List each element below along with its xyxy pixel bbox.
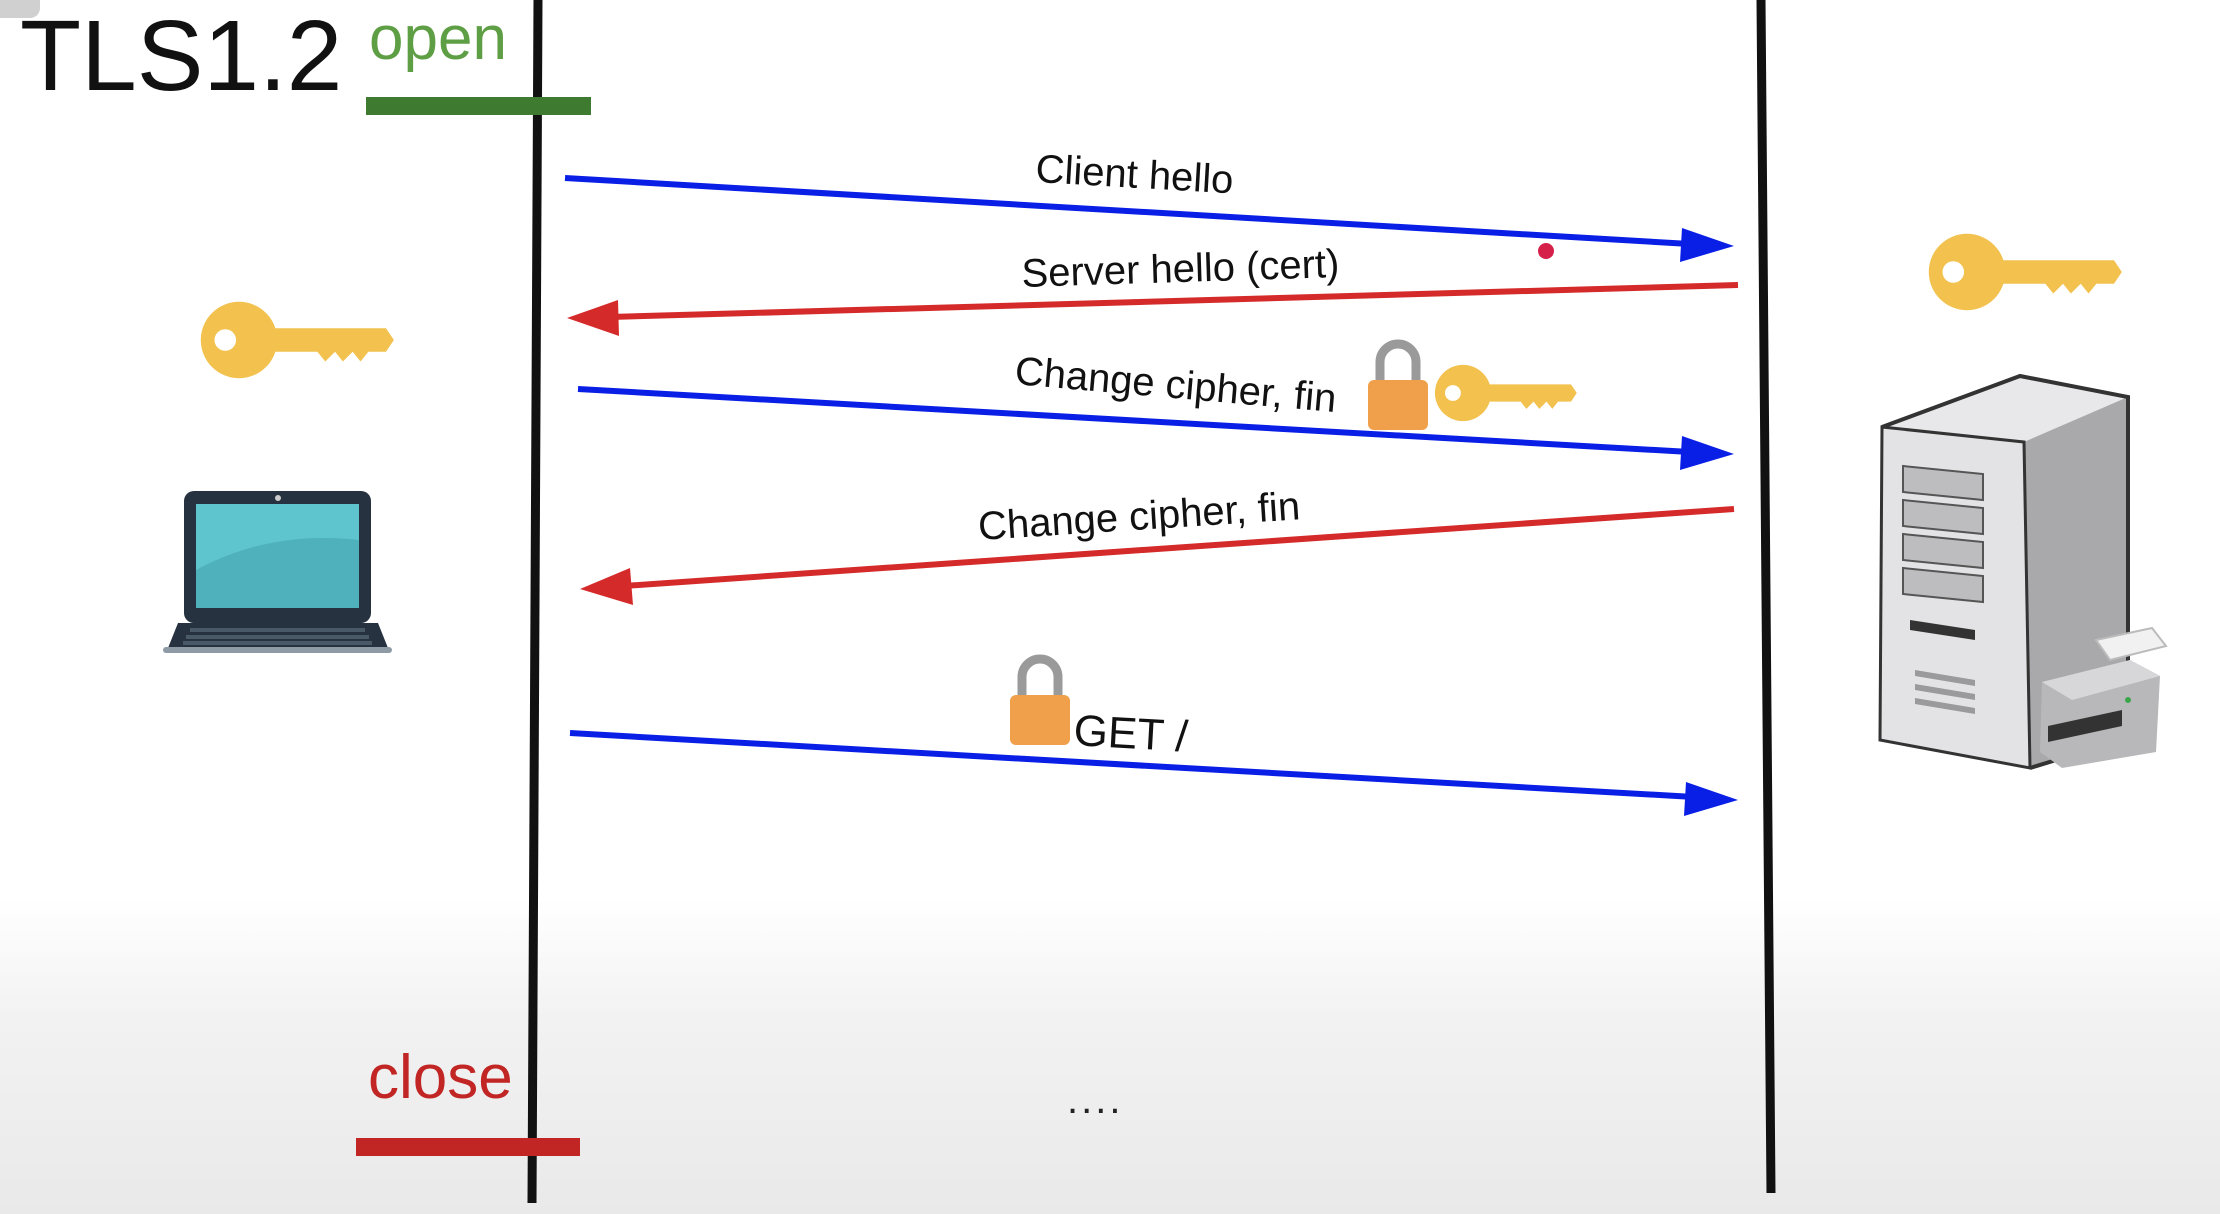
message-client-hello: Client hello [564,147,1734,262]
message-server-hello: Server hello (cert) [567,242,1739,336]
message-label: Client hello [1034,147,1234,202]
printer-icon [2040,626,2168,768]
server-lifeline [1756,0,1776,1194]
key-icon [200,301,394,379]
key-icon [1434,364,1577,422]
laptop-icon [163,491,392,653]
key-icon [1928,233,2122,311]
arrow-line [564,175,1691,247]
lock-icon [1010,659,1070,745]
arrowhead [567,300,619,336]
open-label: open [369,4,507,73]
red-dot [1538,243,1554,259]
arrow-line [609,282,1739,320]
arrowhead [580,568,633,605]
message-label: GET / [1072,706,1190,762]
arrowhead [1680,228,1734,262]
message-label: Server hello (cert) [1021,242,1340,296]
message-change-cipher-client: Change cipher, fin [577,349,1734,470]
top-left-tab [0,0,40,18]
message-label: Change cipher, fin [1013,349,1338,421]
arrow-line [623,506,1735,589]
arrow-line [569,730,1695,800]
message-change-cipher-server: Change cipher, fin [580,484,1735,605]
arrowhead [1684,782,1738,816]
close-label: close [368,1043,513,1112]
message-get: GET / [569,706,1738,816]
diagram-title: TLS1.2 [20,0,343,112]
arrow-line [577,386,1691,455]
message-label: Change cipher, fin [977,484,1302,549]
continuation-ellipsis: .... [1067,1078,1124,1122]
arrowhead [1680,436,1734,470]
client-lifeline [527,0,543,1204]
lock-icon [1368,344,1428,430]
